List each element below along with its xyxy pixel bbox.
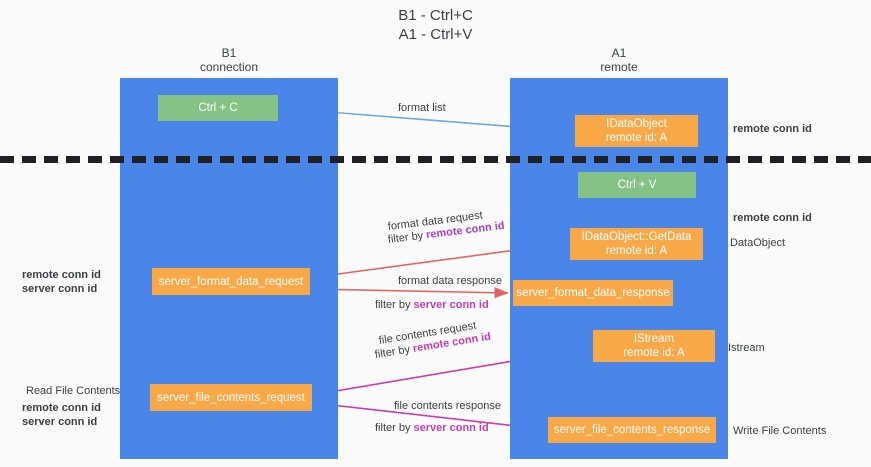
filter-prefix: filter by <box>375 422 414 434</box>
node-ctrl-v-label: Ctrl + V <box>617 179 657 191</box>
page-title: B1 - Ctrl+C A1 - Ctrl+V <box>398 7 473 43</box>
side-label-conn-ids-bottom: remote conn id server conn id <box>22 401 101 429</box>
edge-label-format-data-response: format data response <box>398 275 502 287</box>
node-server-format-data-response-label: server_format_data_response <box>516 287 670 299</box>
filter-prefix: filter by <box>387 229 427 246</box>
node-server-format-data-request[interactable]: server_format_data_request <box>152 268 310 295</box>
column-header-a1: A1 remote <box>600 46 638 74</box>
node-idataobject-title: IDataObject <box>606 118 667 130</box>
side-label-dataobject: DataObject <box>730 237 786 249</box>
edge-file-contents-response <box>313 402 544 434</box>
side-label-server-conn-id-left-2: server conn id <box>22 416 98 428</box>
node-server-file-contents-response[interactable]: server_file_contents_response <box>548 417 716 443</box>
edge-label-format-list: format list <box>398 102 446 114</box>
side-label-write-file-contents: Write File Contents <box>733 425 827 437</box>
filter-prefix: filter by <box>375 299 414 311</box>
phase-divider <box>0 156 871 163</box>
side-label-remote-conn-id-mid: remote conn id <box>733 212 812 224</box>
filter-key-server-conn-id: server conn id <box>413 422 489 434</box>
edge-label-file-contents-response-filter: filter by server conn id <box>375 421 489 436</box>
side-label-remote-conn-id-left-2: remote conn id <box>22 402 101 414</box>
node-server-file-contents-response-label: server_file_contents_response <box>553 424 711 436</box>
side-label-read-file-contents: Read File Contents <box>26 385 121 397</box>
node-server-file-contents-request[interactable]: server_file_contents_request <box>150 384 312 411</box>
node-idataobject[interactable]: IDataObject remote id: A <box>575 115 698 147</box>
node-ctrl-c[interactable]: Ctrl + C <box>158 95 278 121</box>
side-label-remote-conn-id-left-1: remote conn id <box>22 269 101 281</box>
node-getdata-title: IDataObject::GetData <box>581 231 692 243</box>
node-server-file-contents-request-label: server_file_contents_request <box>157 391 305 404</box>
node-idataobject-subtitle: remote id: A <box>605 132 668 144</box>
column-header-b1: B1 connection <box>199 46 259 74</box>
node-istream-title: IStream <box>633 333 675 345</box>
node-istream-subtitle: remote id: A <box>623 347 685 359</box>
side-label-istream: Istream <box>728 342 765 354</box>
side-label-remote-conn-id-top: remote conn id <box>733 123 812 135</box>
edge-label-format-data-response-filter: filter by server conn id <box>375 298 489 313</box>
node-getdata-subtitle: remote id: A <box>605 245 668 257</box>
node-server-format-data-request-label: server_format_data_request <box>158 275 304 288</box>
node-ctrl-v[interactable]: Ctrl + V <box>578 172 696 198</box>
node-server-format-data-response[interactable]: server_format_data_response <box>513 280 673 306</box>
edge-format-data-response <box>311 287 509 299</box>
node-istream[interactable]: IStream remote id: A <box>593 330 715 362</box>
edge-label-file-contents-response: file contents response <box>394 400 502 412</box>
node-ctrl-c-label: Ctrl + C <box>198 102 238 114</box>
node-idataobject-getdata[interactable]: IDataObject::GetData remote id: A <box>570 228 703 260</box>
filter-key-server-conn-id: server conn id <box>413 299 489 311</box>
side-label-conn-ids-top: remote conn id server conn id <box>22 268 101 296</box>
side-label-server-conn-id-left-1: server conn id <box>22 283 98 295</box>
